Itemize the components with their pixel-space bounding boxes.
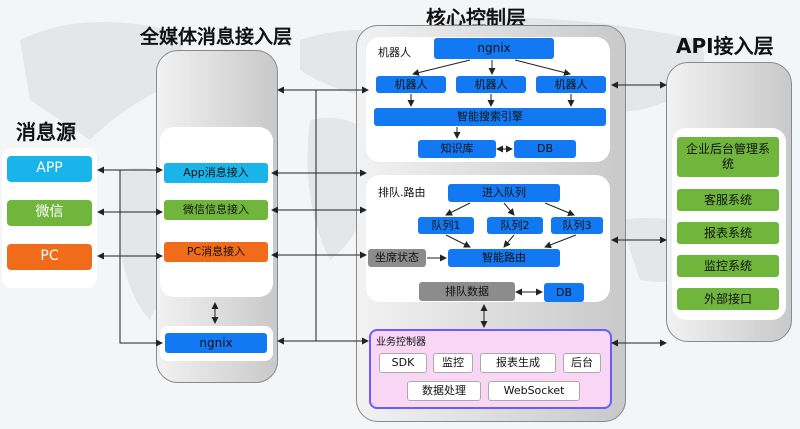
media-app-access: App消息接入 — [164, 163, 268, 183]
backend-box: 后台 — [563, 353, 601, 373]
arrow-source-ngnix — [119, 170, 163, 347]
robot-3: 机器人 — [536, 76, 606, 93]
source-panel: APP 微信 PC — [2, 148, 97, 288]
media-ngnix-card: ngnix — [160, 326, 273, 361]
queue-label: 排队.路由 — [378, 186, 426, 199]
sdk-box: SDK — [379, 353, 427, 373]
monitor-box: 监控 — [433, 353, 473, 373]
api-title: API接入层 — [676, 34, 774, 58]
knowledge-base: 知识库 — [418, 140, 496, 158]
queue-data: 排队数据 — [419, 282, 515, 301]
queue-3: 队列3 — [551, 217, 603, 234]
smart-routing: 智能路由 — [448, 249, 560, 267]
media-card: App消息接入 微信信息接入 PC消息接入 — [160, 127, 273, 297]
api-customer-service: 客服系统 — [677, 189, 779, 211]
seat-status: 坐席状态 — [368, 249, 426, 267]
business-controller: 业务控制器 SDK 监控 报表生成 后台 数据处理 WebSocket — [369, 329, 612, 409]
source-pc: PC — [7, 244, 92, 270]
api-monitor-system: 监控系统 — [677, 255, 779, 277]
source-wechat: 微信 — [7, 200, 92, 226]
data-processing-box: 数据处理 — [407, 381, 481, 401]
robot-ngnix: ngnix — [434, 38, 554, 59]
api-enterprise-admin: 企业后台管理系统 — [677, 137, 779, 177]
media-ngnix: ngnix — [165, 333, 267, 353]
source-app: APP — [7, 156, 92, 182]
business-label: 业务控制器 — [376, 337, 426, 348]
api-report-system: 报表系统 — [677, 222, 779, 244]
api-external-interface: 外部接口 — [677, 288, 779, 310]
queue-1: 队列1 — [418, 217, 474, 234]
robot-label: 机器人 — [378, 46, 411, 59]
media-wechat-access: 微信信息接入 — [164, 200, 268, 220]
websocket-box: WebSocket — [488, 381, 580, 401]
queue-2: 队列2 — [487, 217, 543, 234]
api-card: 企业后台管理系统 客服系统 报表系统 监控系统 外部接口 — [672, 128, 786, 320]
robot-db: DB — [514, 140, 576, 158]
report-gen-box: 报表生成 — [480, 353, 556, 373]
media-pc-access: PC消息接入 — [164, 242, 268, 262]
queue-db: DB — [544, 283, 584, 302]
enqueue: 进入队列 — [448, 184, 560, 202]
media-title: 全媒体消息接入层 — [140, 26, 293, 48]
source-title: 消息源 — [16, 120, 76, 144]
robot-1: 机器人 — [376, 76, 446, 93]
smart-search-engine: 智能搜索引擎 — [374, 108, 606, 126]
robot-2: 机器人 — [456, 76, 526, 93]
